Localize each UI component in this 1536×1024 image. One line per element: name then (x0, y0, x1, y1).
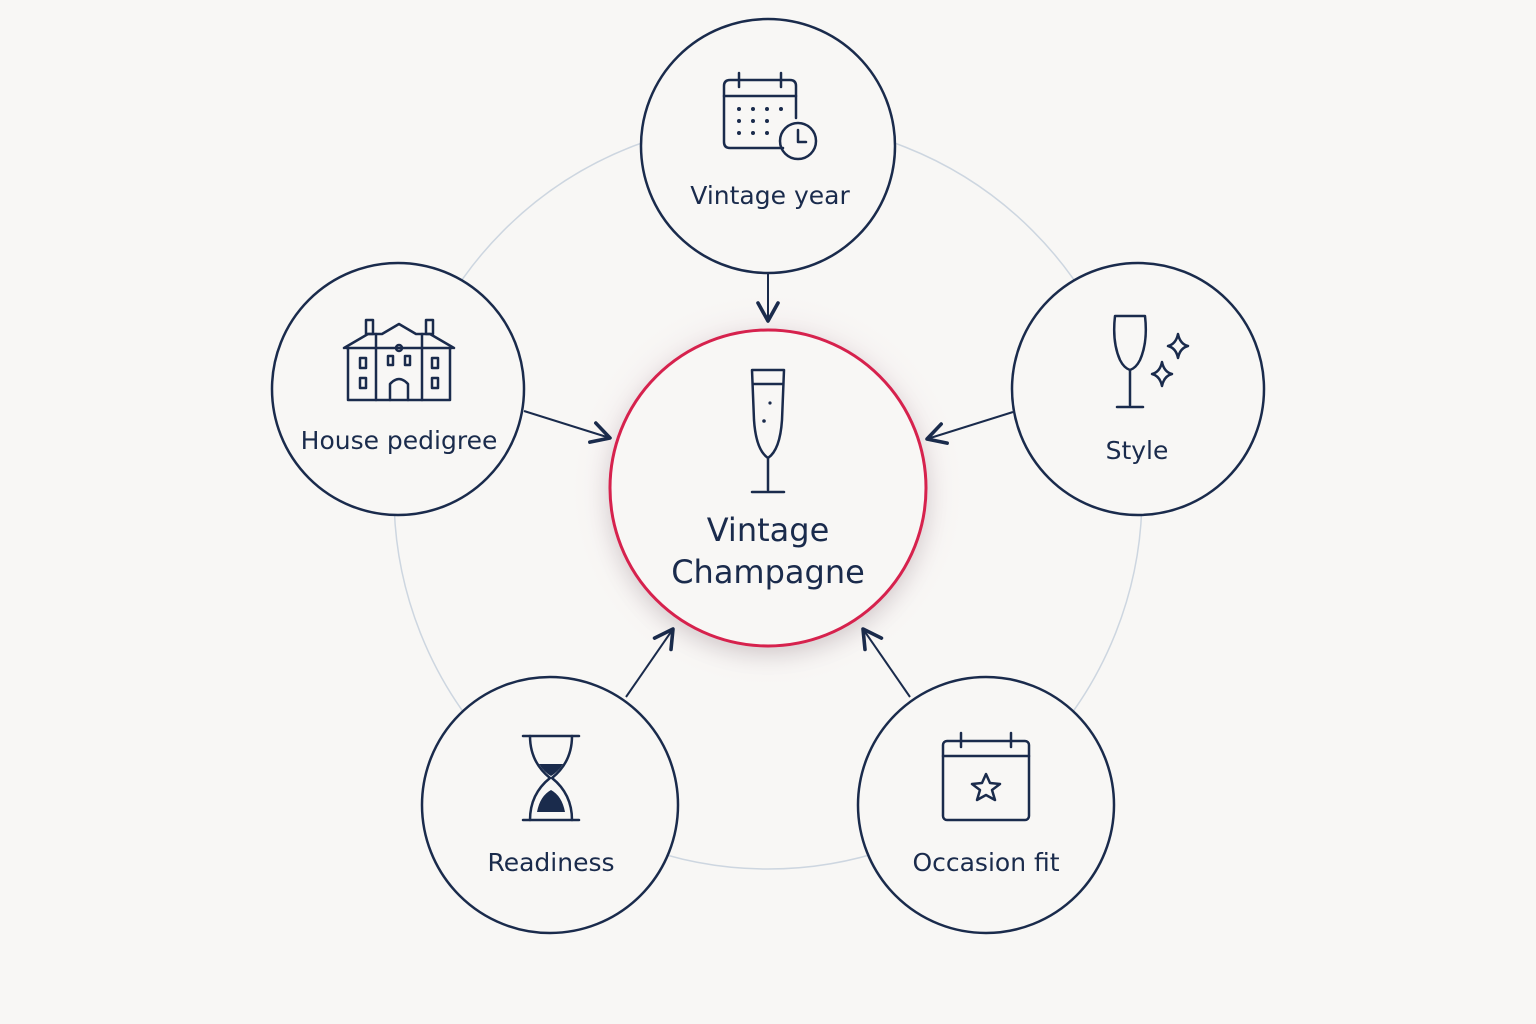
hourglass-sand-bottom (537, 790, 565, 812)
factor-node-occasion-fit[interactable]: Occasion fit (856, 675, 1116, 935)
factor-label-readiness: Readiness (487, 848, 614, 877)
wine-glass-sparkle-icon (1112, 314, 1190, 409)
center-node[interactable]: Vintage Champagne (608, 328, 928, 648)
factor-node-vintage-year[interactable]: Vintage year (639, 17, 897, 275)
calendar-dots-icon (737, 107, 783, 135)
arrow-occasion-fit (861, 627, 911, 698)
calendar-star-icon (941, 731, 1031, 822)
calendar-clock-icon (722, 71, 818, 161)
hourglass-sand-top (539, 764, 563, 776)
bubble-icon (762, 419, 766, 423)
hourglass-icon (521, 734, 581, 822)
arrow-readiness (625, 627, 675, 698)
factor-label-vintage-year: Vintage year (690, 181, 850, 210)
center-title-line1: Vintage (707, 511, 830, 549)
center-title-line2: Champagne (671, 553, 865, 591)
connector-arrows (523, 274, 1014, 698)
factor-label-house-pedigree: House pedigree (301, 426, 498, 455)
factor-label-style: Style (1106, 436, 1169, 465)
factor-node-readiness[interactable]: Readiness (420, 675, 680, 935)
arrow-style (925, 411, 1014, 445)
factor-label-occasion-fit: Occasion fit (912, 848, 1059, 877)
arrow-house-pedigree (523, 410, 612, 444)
factor-node-house-pedigree[interactable]: House pedigree (270, 261, 526, 517)
champagne-flute-icon (750, 368, 786, 494)
bubble-icon (768, 401, 772, 405)
factor-node-style[interactable]: Style (1010, 261, 1266, 517)
house-building-icon (342, 318, 456, 402)
